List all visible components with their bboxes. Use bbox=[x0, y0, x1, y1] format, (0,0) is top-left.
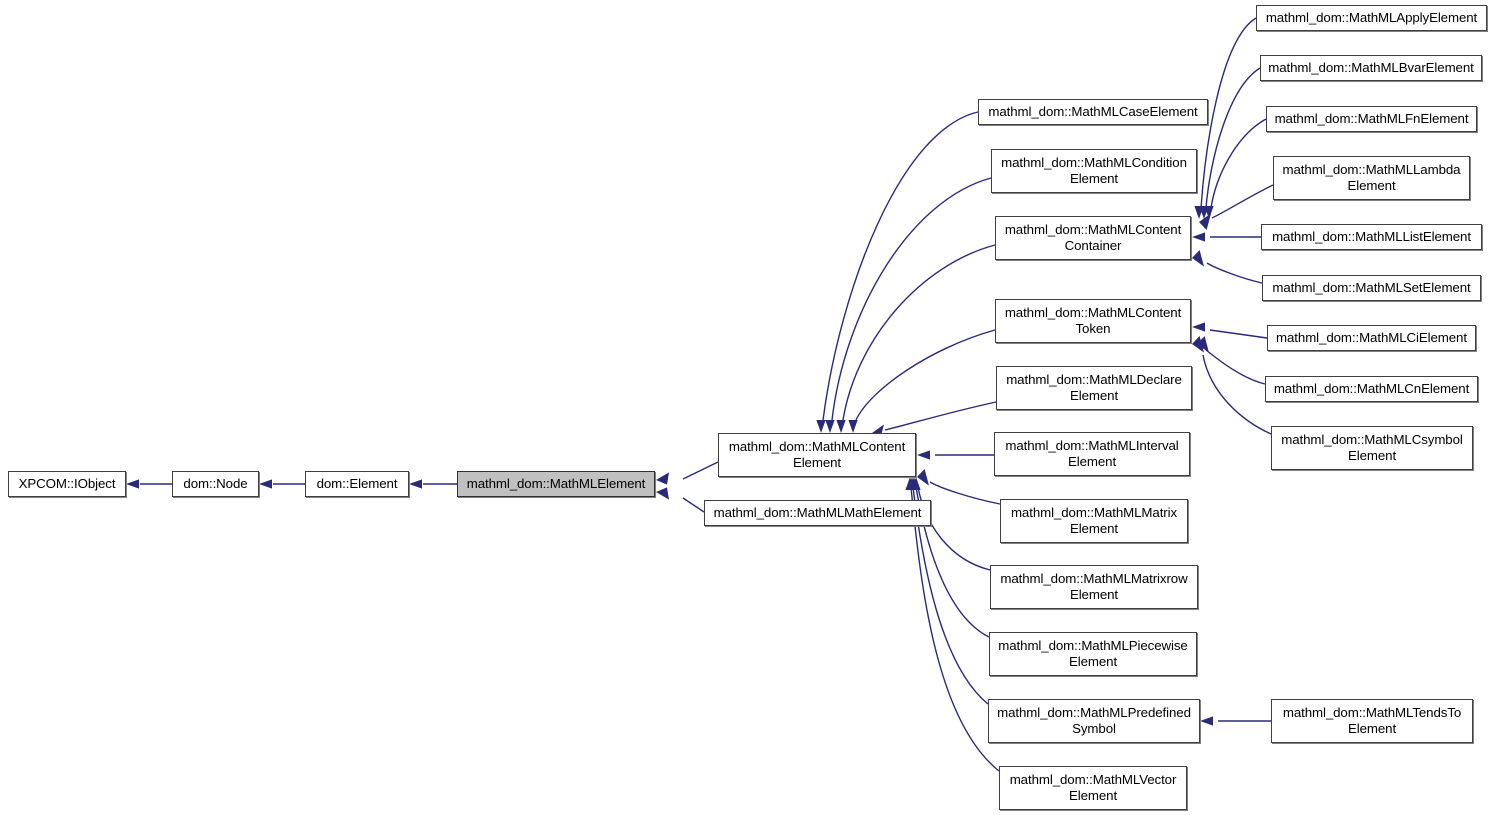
edge-line bbox=[1211, 184, 1274, 219]
arrowhead-icon bbox=[816, 420, 826, 433]
edge-line bbox=[822, 111, 979, 421]
class-node-cielement[interactable]: mathml_dom::MathMLCiElement bbox=[1267, 325, 1476, 351]
class-node-element[interactable]: dom::Element bbox=[305, 471, 409, 497]
edge-line bbox=[929, 481, 1001, 505]
class-node-conditionelement[interactable]: mathml_dom::MathMLCondition Element bbox=[991, 149, 1197, 193]
edge-line bbox=[831, 177, 992, 421]
arrowhead-icon bbox=[836, 420, 846, 433]
edge-line bbox=[1210, 118, 1267, 209]
arrowhead-icon bbox=[825, 420, 835, 433]
arrowhead-icon bbox=[848, 420, 858, 433]
edge-line bbox=[884, 401, 997, 431]
arrowhead-icon bbox=[872, 424, 884, 441]
class-node-predefinedsymbol[interactable]: mathml_dom::MathMLPredefined Symbol bbox=[988, 699, 1200, 743]
edge-set-to-container bbox=[1192, 250, 1263, 284]
class-node-node[interactable]: dom::Node bbox=[172, 471, 259, 497]
class-node-declareelement[interactable]: mathml_dom::MathMLDeclare Element bbox=[996, 366, 1192, 410]
class-node-contentcontainer[interactable]: mathml_dom::MathMLContent Container bbox=[995, 216, 1191, 260]
class-node-vectorelement[interactable]: mathml_dom::MathMLVector Element bbox=[999, 766, 1187, 810]
class-node-iobject[interactable]: XPCOM::IObject bbox=[8, 471, 126, 497]
edge-fn-to-container bbox=[1204, 118, 1267, 219]
edge-tendsto-to-predefined bbox=[1200, 716, 1271, 726]
arrowhead-icon bbox=[905, 477, 915, 490]
edge-line bbox=[910, 486, 1000, 772]
edge-ci-to-token bbox=[1192, 322, 1268, 339]
arrowhead-icon bbox=[1192, 250, 1204, 267]
arrowhead-icon bbox=[1192, 322, 1205, 332]
edge-node-to-iobject bbox=[126, 479, 172, 489]
arrowhead-icon bbox=[259, 479, 272, 489]
edge-token-to-content bbox=[848, 329, 996, 433]
edge-line bbox=[842, 244, 996, 421]
edge-line bbox=[1200, 17, 1257, 209]
arrowhead-icon bbox=[409, 479, 422, 489]
edge-declare-to-content bbox=[872, 401, 997, 441]
class-node-caseelement[interactable]: mathml_dom::MathMLCaseElement bbox=[978, 99, 1208, 125]
class-node-listelement[interactable]: mathml_dom::MathMLListElement bbox=[1261, 224, 1482, 250]
class-node-csymbolelement[interactable]: mathml_dom::MathMLCsymbol Element bbox=[1271, 426, 1473, 470]
arrowhead-icon bbox=[656, 487, 669, 500]
arrowhead-icon bbox=[1200, 716, 1213, 726]
edge-line bbox=[1209, 329, 1268, 339]
arrowhead-icon bbox=[917, 469, 929, 486]
edge-line bbox=[682, 497, 705, 513]
arrowhead-icon bbox=[656, 472, 669, 485]
edge-line bbox=[855, 329, 996, 421]
edge-interval-to-content bbox=[917, 450, 994, 460]
edge-case-to-content bbox=[816, 111, 979, 433]
edge-line bbox=[1205, 67, 1261, 209]
edge-lambda-to-container bbox=[1199, 184, 1274, 230]
edge-line bbox=[1206, 262, 1263, 284]
arrowhead-icon bbox=[1192, 232, 1205, 242]
edge-mathelement-to-mathmlelement bbox=[656, 487, 705, 513]
arrowhead-icon bbox=[126, 479, 139, 489]
class-node-mathmlelement[interactable]: mathml_dom::MathMLElement bbox=[457, 471, 655, 497]
class-node-tendstoelement[interactable]: mathml_dom::MathMLTendsTo Element bbox=[1271, 699, 1473, 743]
edge-matrix-to-content bbox=[917, 469, 1001, 505]
class-node-contentelement[interactable]: mathml_dom::MathMLContent Element bbox=[718, 433, 916, 477]
class-node-matrixelement[interactable]: mathml_dom::MathMLMatrix Element bbox=[1000, 499, 1188, 543]
edge-container-to-content bbox=[836, 244, 996, 433]
class-node-bvarelement[interactable]: mathml_dom::MathMLBvarElement bbox=[1260, 55, 1482, 81]
class-node-intervalelement[interactable]: mathml_dom::MathMLInterval Element bbox=[994, 432, 1190, 476]
edge-mathmlelement-to-element bbox=[409, 479, 457, 489]
class-node-lambdaelement[interactable]: mathml_dom::MathMLLambda Element bbox=[1273, 156, 1470, 200]
class-node-matrixrowelement[interactable]: mathml_dom::MathMLMatrixrow Element bbox=[990, 565, 1198, 609]
class-node-fnelement[interactable]: mathml_dom::MathMLFnElement bbox=[1266, 106, 1477, 132]
edge-element-to-node bbox=[259, 479, 305, 489]
class-node-cnelement[interactable]: mathml_dom::MathMLCnElement bbox=[1265, 376, 1478, 402]
arrowhead-icon bbox=[1197, 336, 1209, 353]
edge-csymbol-to-token bbox=[1197, 336, 1272, 435]
edge-line bbox=[682, 461, 719, 480]
edge-list-to-container bbox=[1192, 232, 1261, 242]
class-node-contenttoken[interactable]: mathml_dom::MathMLContent Token bbox=[995, 299, 1191, 343]
edge-contentelement-to-mathmlelement bbox=[656, 461, 719, 485]
arrowhead-icon bbox=[1199, 213, 1211, 230]
edge-line bbox=[1202, 354, 1272, 435]
edge-condition-to-content bbox=[825, 177, 992, 433]
edge-line bbox=[1205, 349, 1266, 385]
class-node-mathelement[interactable]: mathml_dom::MathMLMathElement bbox=[704, 500, 931, 526]
arrowhead-icon bbox=[917, 450, 930, 460]
arrowhead-icon bbox=[1204, 206, 1214, 219]
edge-line bbox=[917, 486, 991, 571]
class-node-applyelement[interactable]: mathml_dom::MathMLApplyElement bbox=[1256, 5, 1487, 31]
class-node-piecewiseelement[interactable]: mathml_dom::MathMLPiecewise Element bbox=[989, 632, 1197, 676]
class-node-setelement[interactable]: mathml_dom::MathMLSetElement bbox=[1262, 275, 1481, 301]
